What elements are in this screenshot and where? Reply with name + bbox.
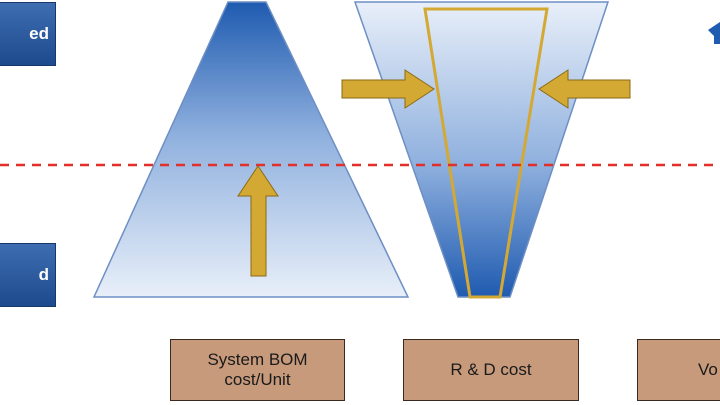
arrow-up-icon <box>237 165 279 277</box>
label-volume-line1: Vo <box>698 360 718 379</box>
bom-cost-trapezoid <box>92 1 410 298</box>
label-system-bom-line2: cost/Unit <box>224 370 291 389</box>
rd-cost-funnel <box>353 1 610 298</box>
left-box-bottom: d <box>0 243 56 307</box>
label-rd-cost-line1: R & D cost <box>450 360 532 379</box>
label-volume: Vo <box>637 339 720 401</box>
partial-arrow-icon <box>708 22 720 44</box>
label-rd-cost: R & D cost <box>403 339 579 401</box>
arrow-left-icon <box>538 69 631 109</box>
label-system-bom: System BOM cost/Unit <box>170 339 345 401</box>
rd-cost-inner-funnel <box>423 7 549 299</box>
left-box-bottom-text: d <box>38 265 49 284</box>
left-box-top: ed <box>0 2 56 66</box>
arrow-right-icon <box>341 69 435 109</box>
left-box-top-text: ed <box>29 24 49 43</box>
label-system-bom-line1: System BOM <box>207 350 308 369</box>
